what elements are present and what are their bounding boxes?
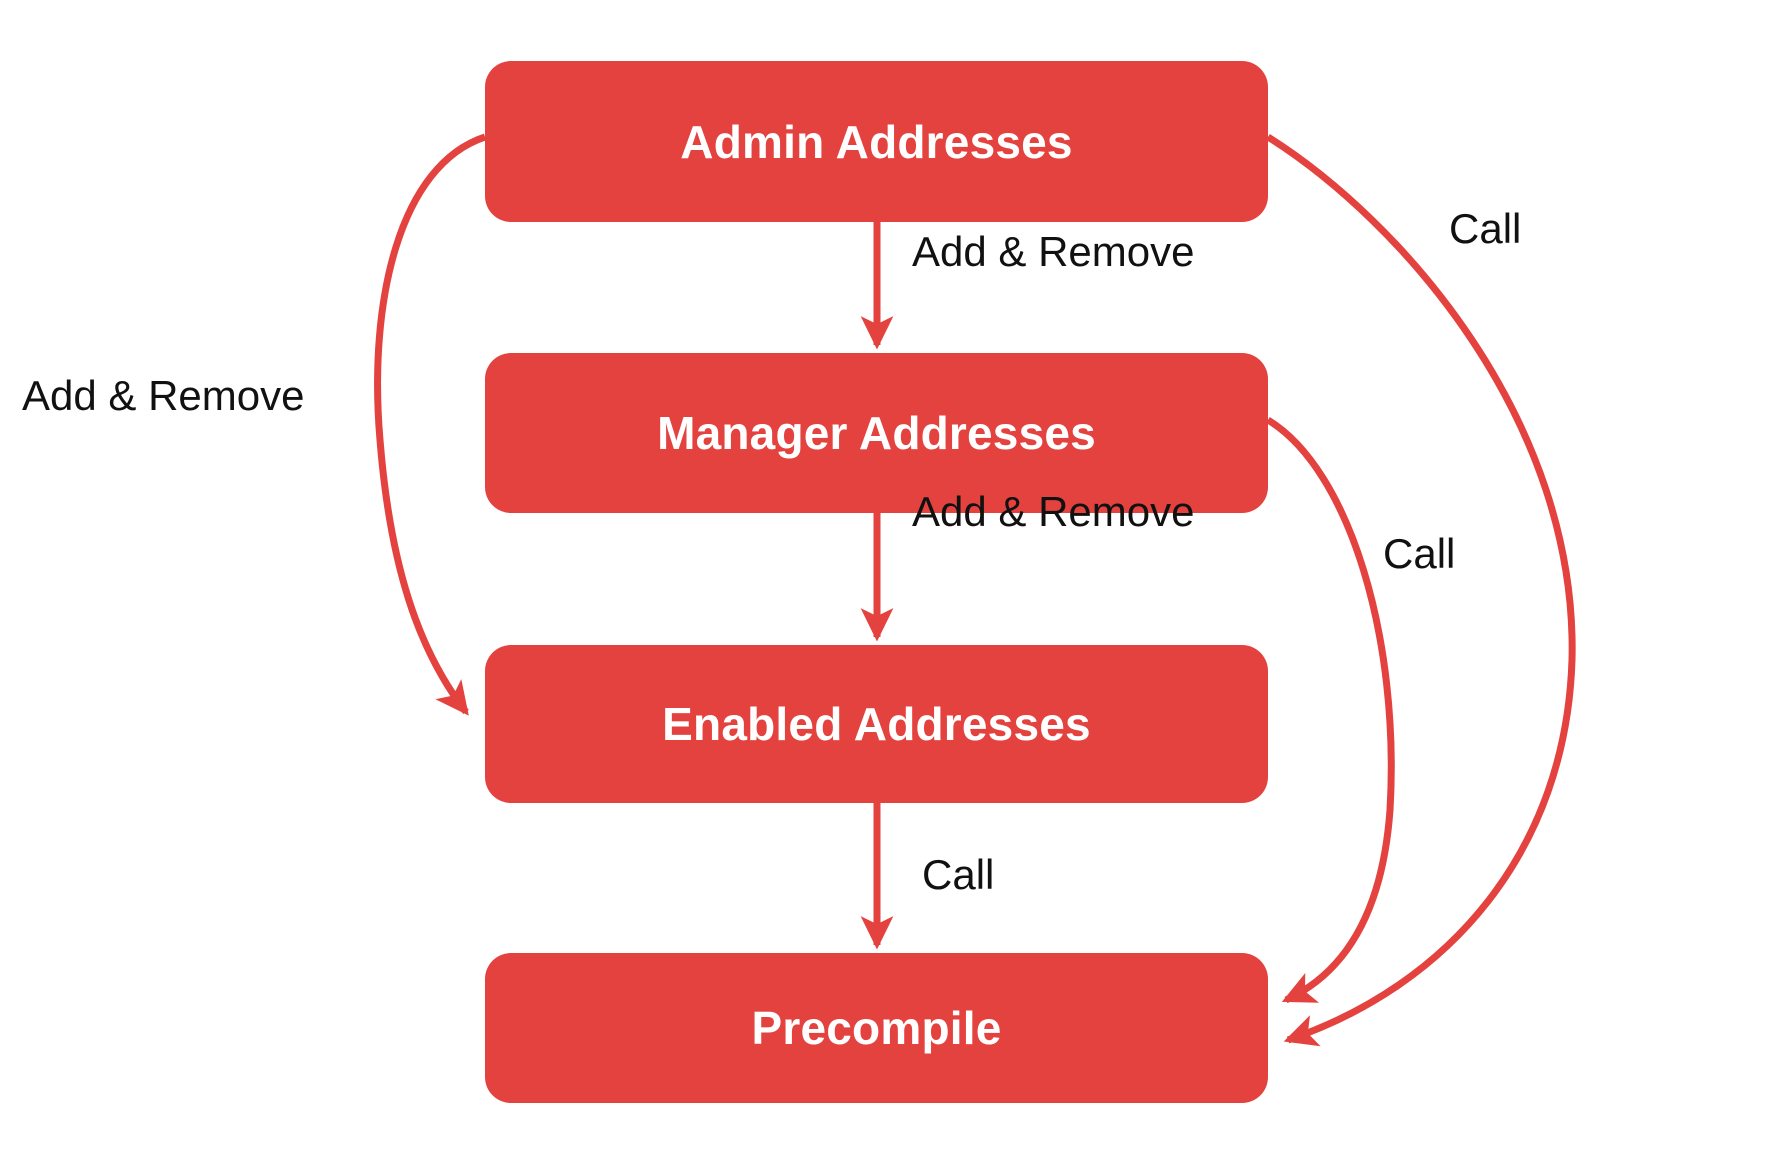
node-admin-addresses-label: Admin Addresses bbox=[680, 115, 1073, 168]
node-manager-addresses-label: Manager Addresses bbox=[657, 407, 1096, 459]
node-enabled-addresses-label: Enabled Addresses bbox=[662, 698, 1091, 750]
node-enabled-addresses[interactable]: Enabled Addresses bbox=[485, 645, 1268, 803]
node-precompile[interactable]: Precompile bbox=[485, 953, 1268, 1103]
edge-label-manager-to-enabled: Add & Remove bbox=[912, 488, 1195, 535]
edge-label-enabled-to-precompile: Call bbox=[922, 851, 995, 898]
edge-label-manager-to-precompile: Call bbox=[1383, 530, 1456, 577]
edge-admin-to-precompile bbox=[1266, 134, 1576, 1047]
edge-admin-to-enabled bbox=[374, 133, 487, 716]
edge-manager-to-precompile bbox=[1266, 417, 1395, 1004]
node-precompile-label: Precompile bbox=[751, 1002, 1002, 1054]
node-manager-addresses[interactable]: Manager Addresses bbox=[485, 353, 1268, 513]
node-admin-addresses[interactable]: Admin Addresses bbox=[485, 61, 1268, 222]
edge-label-admin-to-enabled: Add & Remove bbox=[22, 372, 305, 419]
edge-label-admin-to-precompile: Call bbox=[1449, 205, 1522, 252]
edge-label-admin-to-manager: Add & Remove bbox=[912, 228, 1195, 275]
